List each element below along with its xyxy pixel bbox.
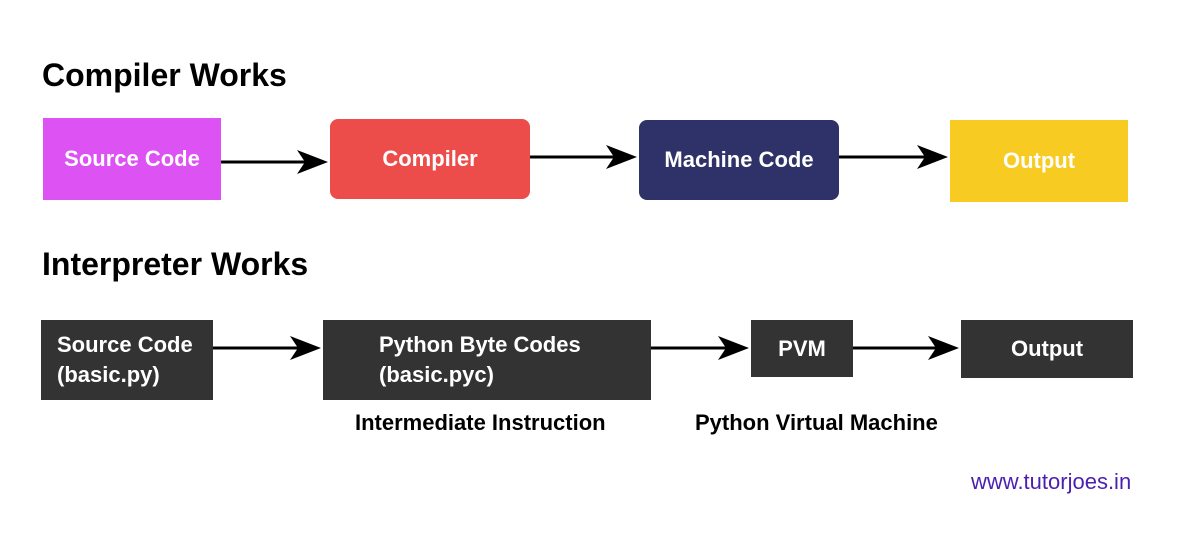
pvm-label: PVM bbox=[778, 335, 826, 361]
arrow-source-to-byte-codes bbox=[213, 336, 321, 360]
arrow-byte-codes-to-pvm bbox=[651, 336, 749, 360]
python-byte-codes-label: Python Byte Codes bbox=[379, 332, 581, 357]
interpreter-output-label: Output bbox=[1010, 336, 1084, 361]
pvm-box: PVM bbox=[751, 320, 853, 377]
compiler-source-code-box: Source Code bbox=[43, 118, 221, 200]
compiler-output-box: Output bbox=[950, 120, 1128, 202]
interpreter-heading: Interpreter Works bbox=[42, 246, 309, 282]
compiler-output-label: Output bbox=[1002, 148, 1076, 173]
arrow-source-to-compiler bbox=[221, 150, 328, 174]
python-byte-codes-box: Python Byte Codes (basic.pyc) bbox=[323, 320, 651, 400]
compiler-box: Compiler bbox=[330, 119, 530, 199]
compiler-heading: Compiler Works bbox=[42, 57, 287, 93]
compiler-label: Compiler bbox=[382, 146, 478, 171]
interpreter-source-code-label: Source Code bbox=[57, 332, 193, 357]
website-link[interactable]: www.tutorjoes.in bbox=[971, 469, 1132, 494]
interpreter-source-file-label: (basic.py) bbox=[57, 362, 160, 387]
machine-code-box: Machine Code bbox=[639, 120, 839, 200]
intermediate-instruction-caption: Intermediate Instruction bbox=[355, 410, 606, 435]
arrow-compiler-to-machine-code bbox=[530, 145, 637, 169]
interpreter-source-code-box: Source Code (basic.py) bbox=[41, 320, 213, 400]
machine-code-label: Machine Code bbox=[664, 147, 814, 172]
arrow-pvm-to-output bbox=[853, 336, 959, 360]
arrow-machine-code-to-output bbox=[839, 145, 948, 169]
interpreter-output-box: Output bbox=[961, 320, 1133, 378]
compiler-source-code-label: Source Code bbox=[64, 146, 200, 171]
python-byte-codes-file-label: (basic.pyc) bbox=[379, 362, 494, 387]
python-virtual-machine-caption: Python Virtual Machine bbox=[695, 410, 938, 435]
